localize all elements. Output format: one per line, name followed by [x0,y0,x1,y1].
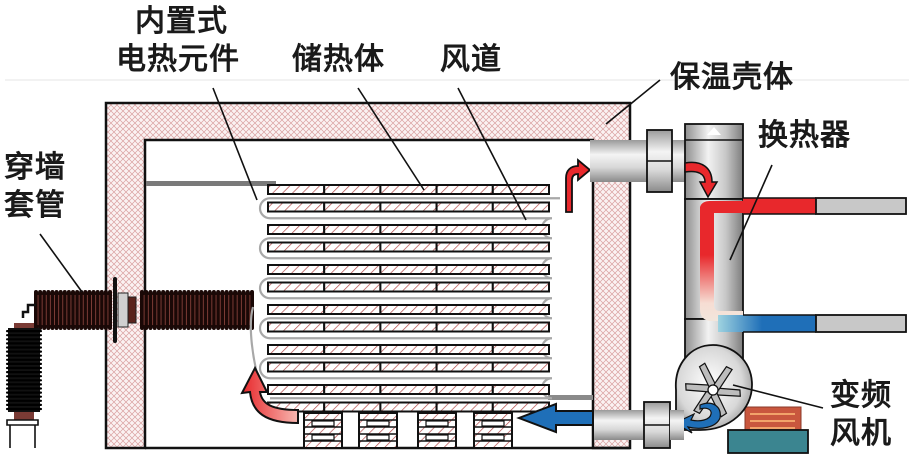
cold-air-return-duct [594,401,684,449]
storage-brick [491,361,550,373]
cold-air-return-arrow [516,402,594,434]
storage-brick [491,384,550,395]
storage-slab-row [267,361,550,373]
storage-brick [435,201,494,213]
label-heater-line2: 电热元件 [116,42,240,77]
storage-brick [491,281,550,293]
storage-brick [435,264,494,275]
label-vf-fan-line1: 变频 [830,378,892,413]
storage-brick [491,241,550,253]
storage-brick [379,224,438,235]
storage-slab-row [267,344,550,355]
label-insulated-shell: 保温壳体 [670,60,794,95]
label-heater-line1: 内置式 [135,4,228,39]
storage-brick [435,241,494,253]
storage-brick [323,384,382,395]
support-pier [358,412,398,449]
storage-brick [323,344,382,355]
support-pier [473,412,513,449]
hot-air-outlet-arrow [565,158,592,213]
storage-slab-row [267,384,550,395]
variable-frequency-fan [673,344,809,454]
storage-brick [379,281,438,293]
support-pier [303,412,343,449]
heat-storage-core [267,184,550,413]
storage-brick [379,241,438,253]
storage-brick [267,241,326,253]
storage-brick [267,281,326,293]
hot-air-duct [590,129,685,193]
storage-brick [267,321,326,333]
storage-brick [267,361,326,373]
storage-brick [435,281,494,293]
storage-brick [323,264,382,275]
label-wall-bushing-line1: 穿墙 [4,150,66,185]
storage-brick [323,184,382,195]
label-wall-bushing-line2: 套管 [4,188,66,223]
storage-slab-row [267,321,550,333]
storage-brick [323,304,382,315]
support-pier [417,412,457,449]
storage-brick [267,201,326,213]
label-vf-fan-line2: 风机 [830,416,892,451]
storage-brick [379,361,438,373]
storage-brick [435,384,494,395]
storage-brick [323,281,382,293]
storage-slab-row [267,241,550,253]
storage-brick [491,344,550,355]
storage-brick [379,201,438,213]
storage-brick [267,264,326,275]
storage-brick [435,184,494,195]
storage-brick [267,224,326,235]
storage-brick [267,304,326,315]
storage-brick [323,361,382,373]
storage-slab-row [267,201,550,213]
storage-brick [323,201,382,213]
storage-slab-row [267,401,550,413]
storage-slab-row [267,224,550,235]
hot-air-rising-arrow [240,365,299,425]
storage-brick [491,184,550,195]
storage-brick [435,361,494,373]
storage-brick [379,304,438,315]
heat-exchanger [684,123,907,368]
top-feed-rod [146,181,276,186]
storage-slab-row [267,281,550,293]
storage-brick [435,321,494,333]
storage-brick [379,264,438,275]
storage-slab-row [267,184,550,195]
storage-brick [323,224,382,235]
leader-lines [39,79,824,409]
storage-brick [267,384,326,395]
storage-brick [491,304,550,315]
storage-brick [435,344,494,355]
storage-brick [379,401,438,413]
storage-brick [491,224,550,235]
storage-brick [323,321,382,333]
label-heat-storage: 储热体 [292,42,385,77]
storage-brick [323,401,382,413]
storage-brick [267,184,326,195]
storage-slab-row [267,304,550,315]
storage-brick [379,344,438,355]
storage-brick [379,384,438,395]
storage-brick [379,321,438,333]
storage-brick [267,344,326,355]
storage-brick [379,184,438,195]
storage-brick [435,224,494,235]
storage-brick [491,321,550,333]
storage-slab-row [267,264,550,275]
wall-bushing [6,277,254,448]
storage-brick [323,241,382,253]
storage-brick [491,264,550,275]
brick-support-piers [303,412,513,449]
bottom-rod [548,395,593,400]
label-air-duct: 风道 [440,42,502,77]
storage-brick [435,401,494,413]
storage-brick [435,304,494,315]
label-heat-exchanger: 换热器 [758,118,851,153]
